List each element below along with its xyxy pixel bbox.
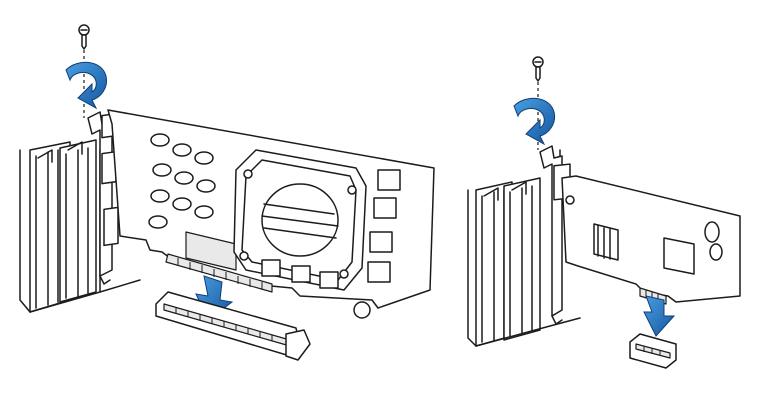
left-screw-icon <box>78 24 90 118</box>
left-rotate-clockwise-arrow-icon <box>65 61 108 110</box>
left-graphics-card <box>87 109 435 319</box>
right-down-arrow-icon <box>643 295 676 337</box>
right-expansion-card <box>539 145 741 325</box>
left-pcie-x16-slot <box>155 291 311 361</box>
left-chassis-brackets <box>19 139 141 313</box>
right-pcie-x1-slot <box>629 333 677 369</box>
right-rotate-clockwise-arrow-icon <box>513 97 556 146</box>
